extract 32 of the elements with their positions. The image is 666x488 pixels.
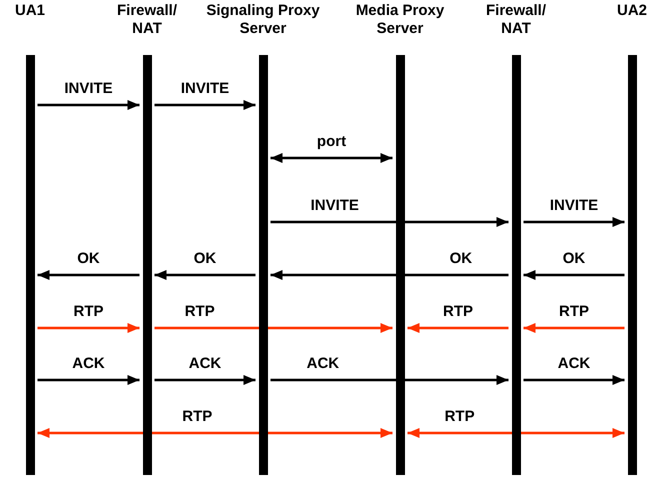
double-arrow (38, 428, 392, 438)
participant-label: UA1 (14, 2, 46, 20)
double-arrow (408, 428, 624, 438)
arrow (270, 217, 508, 227)
lifeline-bar (396, 55, 404, 475)
lifeline-bar (258, 55, 268, 475)
lifeline-bar (142, 55, 152, 475)
arrow (38, 323, 140, 333)
arrow (524, 270, 624, 280)
arrow (524, 217, 624, 227)
participant-label: Signaling Proxy Server (206, 2, 320, 38)
arrow (38, 100, 140, 110)
participant-label: UA2 (616, 2, 648, 20)
arrow (154, 100, 256, 110)
arrow (154, 323, 392, 333)
double-arrow (270, 153, 392, 163)
arrow (524, 323, 624, 333)
arrow (38, 375, 140, 385)
participant-label: Firewall/ NAT (116, 2, 178, 38)
arrow (270, 375, 508, 385)
arrow (270, 270, 508, 280)
participant-label: Firewall/ NAT (484, 2, 548, 38)
arrow (408, 323, 508, 333)
arrow (524, 375, 624, 385)
participant-label: Media Proxy Server (354, 2, 446, 38)
arrow (154, 270, 256, 280)
arrow (154, 375, 256, 385)
arrow (38, 270, 140, 280)
lifeline-bar (512, 55, 520, 475)
lifeline-bar (628, 55, 636, 475)
lifeline-bar (26, 55, 34, 475)
edge-label: port (314, 133, 348, 151)
